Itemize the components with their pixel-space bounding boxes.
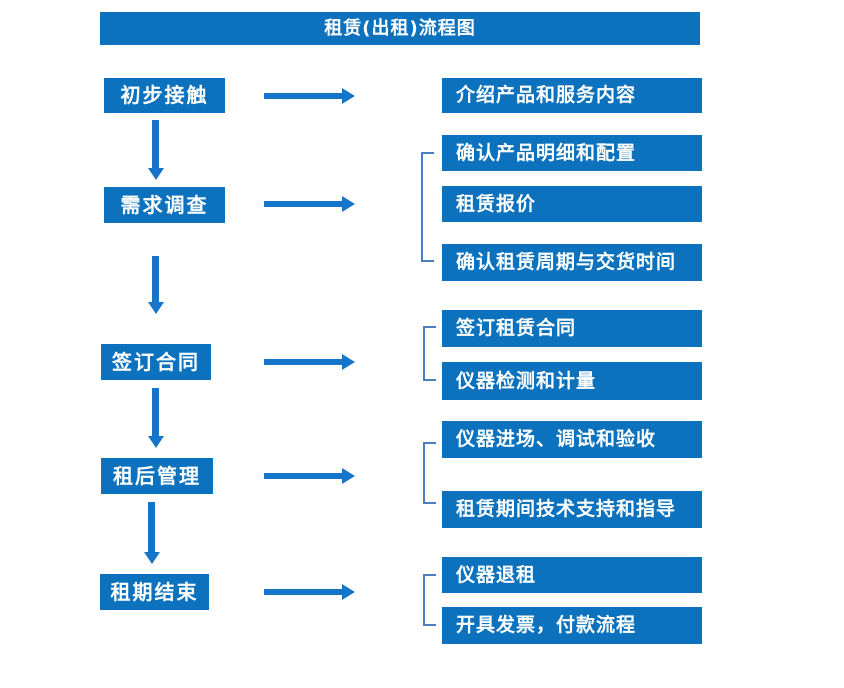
down-arrow-1-icon	[148, 120, 164, 180]
output-box-introduce-products: 介绍产品和服务内容	[442, 78, 702, 113]
step-box-post-rental-management: 租后管理	[101, 458, 213, 494]
down-arrow-3-icon	[148, 388, 164, 448]
right-arrow-4-icon	[264, 468, 355, 484]
right-arrow-1-icon	[264, 88, 355, 104]
output-box-confirm-product-details: 确认产品明细和配置	[442, 135, 702, 171]
output-box-technical-support: 租赁期间技术支持和指导	[442, 491, 702, 528]
output-box-invoice-payment: 开具发票，付款流程	[442, 607, 702, 644]
output-box-instrument-return: 仪器退租	[442, 557, 702, 593]
output-box-rental-quote: 租赁报价	[442, 186, 702, 222]
bracket-post-rental-group	[423, 442, 436, 504]
bracket-sign-contract-group	[423, 326, 436, 381]
right-arrow-5-icon	[264, 584, 355, 600]
step-box-demand-survey: 需求调查	[104, 187, 225, 223]
output-box-confirm-rental-period: 确认租赁周期与交货时间	[442, 244, 702, 281]
flowchart-title: 租赁(出租)流程图	[100, 12, 700, 45]
output-box-sign-rental-contract: 签订租赁合同	[442, 310, 702, 347]
step-box-rental-end: 租期结束	[100, 574, 209, 610]
bracket-rental-end-group	[423, 574, 436, 626]
output-box-instrument-setup-acceptance: 仪器进场、调试和验收	[442, 421, 702, 458]
down-arrow-2-icon	[148, 256, 164, 314]
right-arrow-3-icon	[264, 354, 355, 370]
down-arrow-4-icon	[144, 502, 160, 564]
step-box-initial-contact: 初步接触	[104, 78, 225, 113]
step-box-sign-contract: 签订合同	[101, 344, 211, 380]
bracket-demand-survey-group	[421, 152, 434, 262]
output-box-instrument-inspection: 仪器检测和计量	[442, 362, 702, 400]
right-arrow-2-icon	[264, 196, 355, 212]
